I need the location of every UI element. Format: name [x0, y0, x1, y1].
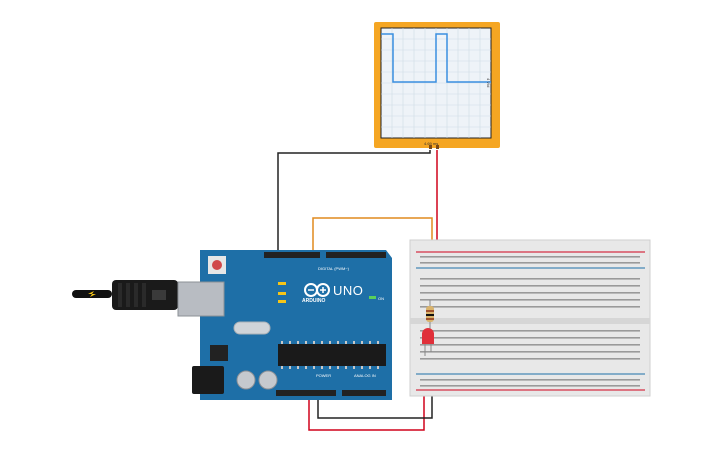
- crystal-oscillator: [233, 321, 271, 335]
- oscilloscope-time-label: 4.69 ms: [424, 141, 439, 146]
- led-on: [369, 296, 376, 299]
- oscilloscope-volt-label: 4 V/d: [486, 78, 491, 88]
- capacitor-2: [258, 370, 278, 390]
- arduino-on-label: ON: [378, 296, 384, 301]
- breadboard-holes: [420, 256, 640, 387]
- led-tx: [278, 292, 286, 295]
- breadboard-center-channel: [410, 318, 650, 324]
- oscilloscope-waveform: [381, 33, 491, 83]
- arduino-brand-label: ARDUINO: [302, 298, 326, 304]
- digital-header-upper[interactable]: [264, 252, 320, 258]
- usb-icon: [152, 290, 166, 300]
- scope-probe-negative[interactable]: [429, 145, 432, 149]
- arduino-power-label: POWER: [316, 373, 332, 378]
- digital-header-lower[interactable]: [326, 252, 386, 258]
- voltage-regulator: [210, 345, 228, 361]
- usb-cable-body: [72, 290, 112, 298]
- breadboard[interactable]: [409, 239, 651, 397]
- led-rx: [278, 300, 286, 303]
- arduino-digital-label: DIGITAL (PWM~): [318, 266, 349, 271]
- scope-probe-positive[interactable]: [436, 145, 439, 149]
- led-l: [278, 282, 286, 285]
- arduino-analog-label: ANALOG IN: [354, 373, 376, 378]
- analog-header[interactable]: [342, 390, 386, 396]
- usb-lightning-icon: [88, 291, 96, 297]
- led-body: [422, 328, 434, 344]
- resistor[interactable]: [426, 300, 434, 330]
- led-red[interactable]: [422, 328, 434, 356]
- wire-black-gnd[interactable]: [317, 378, 433, 419]
- reset-button[interactable]: [212, 260, 222, 270]
- capacitor-1: [236, 370, 256, 390]
- infinity-logo-icon: [304, 283, 330, 297]
- arduino-model-label: UNO: [333, 283, 364, 298]
- atmega-chip: [278, 344, 386, 366]
- power-jack[interactable]: [192, 366, 224, 394]
- oscilloscope[interactable]: [374, 22, 500, 149]
- usb-b-port[interactable]: [177, 281, 225, 317]
- arduino-uno-board[interactable]: [177, 250, 392, 400]
- usb-cable[interactable]: [72, 280, 178, 310]
- power-header[interactable]: [276, 390, 336, 396]
- wire-black-gnd-scope[interactable]: [277, 150, 431, 252]
